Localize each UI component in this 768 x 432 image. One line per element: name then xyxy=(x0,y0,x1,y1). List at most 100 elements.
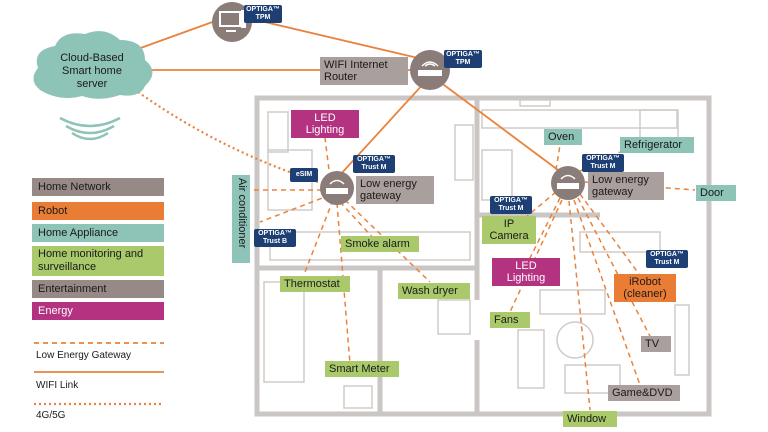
router-node xyxy=(410,50,450,90)
led-line2: Lighting xyxy=(305,124,345,136)
bathtub xyxy=(263,281,305,383)
badge-line2: TPM xyxy=(255,14,271,21)
badge-line1: OPTIGA™ xyxy=(246,6,280,13)
pc-node xyxy=(212,2,252,42)
le-link-smoke-alarm xyxy=(339,201,376,241)
door-label: Door xyxy=(696,185,736,201)
cloud-label-line2: Smart home xyxy=(62,65,122,77)
link-pc-router xyxy=(247,17,419,59)
fans-label: Fans xyxy=(490,312,530,328)
sofa-left xyxy=(517,329,545,389)
right-gateway-node xyxy=(551,166,585,200)
coffee-table xyxy=(556,321,594,359)
left-gateway-line1: Low energy xyxy=(360,178,417,190)
sofa-top xyxy=(539,289,606,315)
legend-entertainment: Entertainment xyxy=(32,280,164,298)
game-dvd-label: Game&DVD xyxy=(608,385,680,401)
washer xyxy=(437,299,471,335)
le-link-game xyxy=(573,199,641,386)
badge-line2: TPM xyxy=(455,59,471,66)
legend-energy: Energy xyxy=(32,302,164,320)
dining-table xyxy=(579,231,661,253)
oven-label: Oven xyxy=(544,129,582,145)
ip-camera-label: IP Camera xyxy=(482,216,536,244)
smoke-alarm-label: Smoke alarm xyxy=(341,236,419,252)
optiga-trust-m-left-badge: OPTIGA™ Trust M xyxy=(353,155,395,173)
irobot-label: iRobot (cleaner) xyxy=(614,274,676,302)
le-link-window xyxy=(568,200,591,411)
legend-home-monitoring: Home monitoring and surveillance xyxy=(32,246,164,276)
badge-line2: Trust M xyxy=(361,164,387,171)
window-top xyxy=(519,99,551,107)
le-link-wash-dryer xyxy=(344,199,431,283)
legend-home-appliance: Home Appliance xyxy=(32,224,164,242)
esim-label: eSIM xyxy=(295,171,313,178)
optiga-trust-m-right-badge: OPTIGA™ Trust M xyxy=(582,154,624,172)
badge-line2: Trust B xyxy=(262,238,288,245)
legend-low-energy-gateway: Low Energy Gateway xyxy=(36,350,132,361)
link-cloud-pc xyxy=(134,19,219,51)
badge-line1: OPTIGA™ xyxy=(357,156,391,163)
irobot-line1: iRobot xyxy=(629,276,661,288)
right-gateway-line2: gateway xyxy=(592,186,633,198)
le-link-oven xyxy=(555,144,561,171)
legend-4g5g: 4G/5G xyxy=(36,410,66,421)
outer-walls xyxy=(254,95,712,417)
le-link-tv xyxy=(577,197,653,341)
left-gateway-line2: gateway xyxy=(360,190,401,202)
fridge-box xyxy=(639,109,679,139)
led-lighting-living: LED Lighting xyxy=(492,258,560,286)
wardrobe xyxy=(454,124,474,181)
optiga-tpm-pc-badge: OPTIGA™ TPM xyxy=(244,5,282,23)
kitchen-counter xyxy=(481,109,678,129)
badge-line2: Trust M xyxy=(590,163,616,170)
left-gateway-label: Low energy gateway xyxy=(356,176,434,204)
air-conditioner-label: Air conditioner xyxy=(232,175,250,263)
le-link-irobot xyxy=(579,193,643,279)
le-link-led-mid xyxy=(527,197,561,263)
link-router-right-gateway xyxy=(439,81,559,171)
irobot-line2: (cleaner) xyxy=(623,288,667,300)
esim-badge: eSIM xyxy=(290,168,318,182)
optiga-trust-b-badge: OPTIGA™ Trust B xyxy=(254,229,296,247)
badge-line1: OPTIGA™ xyxy=(258,230,292,237)
legend-robot: Robot xyxy=(32,202,164,220)
badge-line1: OPTIGA™ xyxy=(650,251,684,258)
thermostat-label: Thermostat xyxy=(280,276,350,292)
router-label: WIFI Internet Router xyxy=(320,57,408,85)
window-label: Window xyxy=(563,411,617,427)
floor-plan xyxy=(254,95,712,417)
cloud-label-line3: server xyxy=(76,78,108,90)
router-label-line1: WIFI Internet xyxy=(324,59,388,71)
right-gateway-label: Low energy gateway xyxy=(588,172,664,200)
optiga-trust-m-irobot-badge: OPTIGA™ Trust M xyxy=(646,250,688,268)
optiga-tpm-router-badge: OPTIGA™ TPM xyxy=(444,50,482,68)
smart-meter-label: Smart Meter xyxy=(325,361,399,377)
sink xyxy=(343,385,373,409)
refrigerator-label: Refrigerator xyxy=(620,137,694,153)
cloud-icon xyxy=(33,31,153,141)
legend-home-network: Home Network xyxy=(32,178,164,196)
badge-line1: OPTIGA™ xyxy=(446,51,480,58)
led-line2: Lighting xyxy=(506,272,546,284)
camera-line2: Camera xyxy=(489,230,529,242)
kitchen-cabinet xyxy=(481,149,513,201)
led-lighting-bedroom: LED Lighting xyxy=(291,110,359,138)
cloud-label-line1: Cloud-Based xyxy=(60,52,124,64)
optiga-trust-m-camera-badge: OPTIGA™ Trust M xyxy=(490,196,532,214)
left-gateway-node xyxy=(320,171,354,205)
badge-line1: OPTIGA™ xyxy=(586,155,620,162)
legend-line-samples xyxy=(34,342,164,406)
router-label-line2: Router xyxy=(324,71,358,83)
le-link-thermostat xyxy=(304,199,334,273)
led-line1: LED xyxy=(515,260,537,272)
left-gateway-links xyxy=(249,137,431,365)
cloud-server-label: Cloud-Based Smart home server xyxy=(52,52,132,91)
camera-line1: IP xyxy=(503,218,515,230)
tv-stand xyxy=(674,304,690,376)
right-gateway-line1: Low energy xyxy=(592,174,649,186)
le-link-fans xyxy=(509,199,563,313)
badge-line2: Trust M xyxy=(654,259,680,266)
badge-line1: OPTIGA™ xyxy=(494,197,528,204)
tv-label: TV xyxy=(641,336,671,352)
